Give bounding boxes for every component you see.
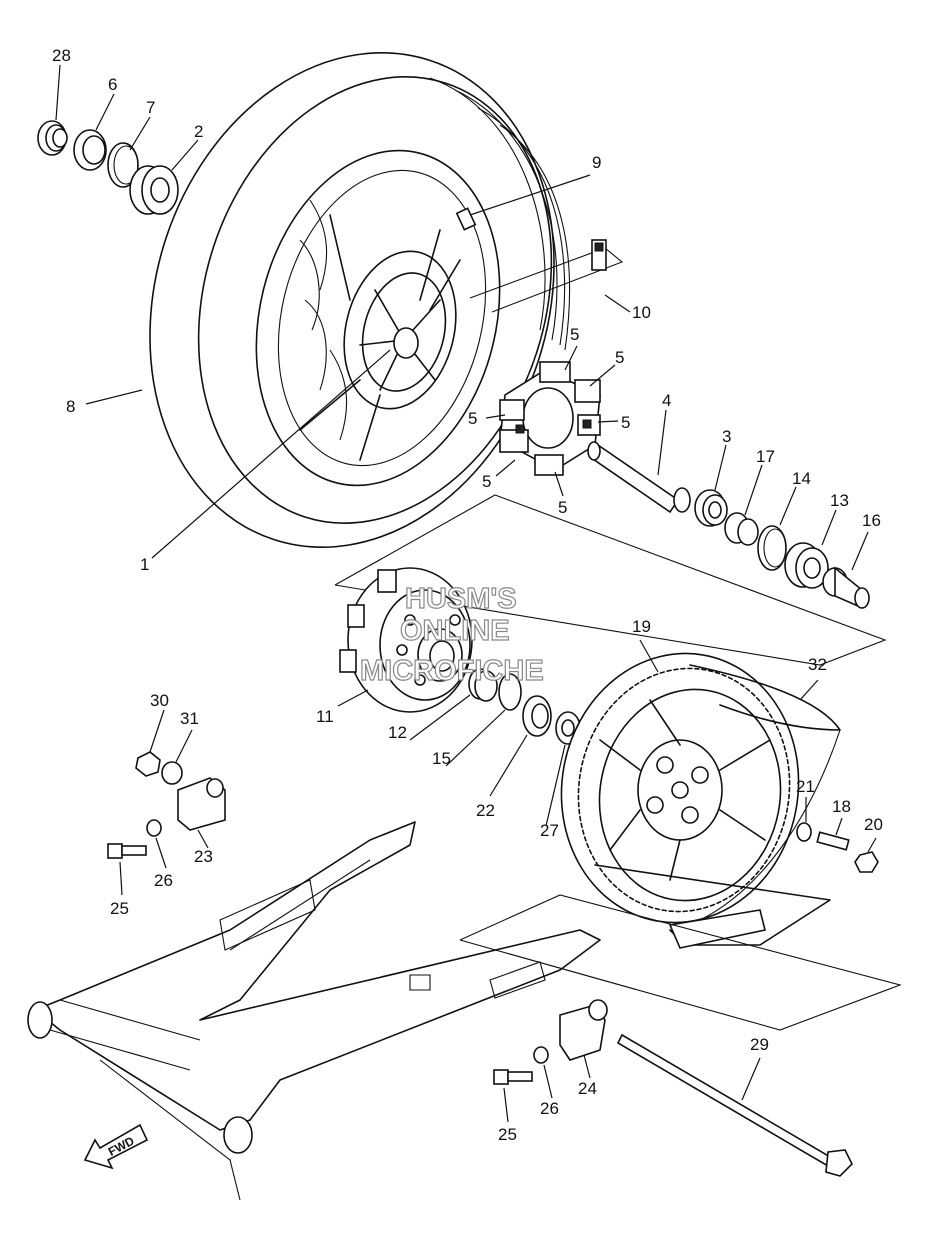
callout-25-right: 25: [498, 1125, 517, 1144]
callout-labels: 28 6 7 2 9 10 8 1 5 5 5 5 5 5 4 3 17 14 …: [52, 46, 883, 1144]
callout-9: 9: [592, 153, 601, 172]
callout-3: 3: [722, 427, 731, 446]
circlip-7: [107, 142, 139, 188]
axle-29: [616, 1033, 853, 1177]
clutch-hub-11: [339, 567, 473, 713]
fwd-arrow-icon: FWD: [83, 1123, 149, 1170]
callout-4: 4: [662, 391, 671, 410]
callout-18: 18: [832, 797, 851, 816]
drive-belt-32: [459, 664, 902, 1031]
callout-5-bottom: 5: [558, 498, 567, 517]
collar-16: [822, 566, 870, 609]
swingarm: [27, 821, 601, 1201]
bolt-25-left: [107, 843, 147, 859]
washer-26-left: [146, 819, 162, 837]
callout-5-upper-right: 5: [615, 348, 624, 367]
washer-31: [161, 761, 183, 785]
circlip-15: [498, 673, 522, 711]
bolt-18: [816, 831, 850, 851]
bearing-seal-28: [37, 120, 68, 156]
callout-24: 24: [578, 1079, 597, 1098]
callout-8: 8: [66, 397, 75, 416]
callout-25-left: 25: [110, 899, 129, 918]
leader-lines: [55, 64, 877, 1123]
callout-19: 19: [632, 617, 651, 636]
callout-6: 6: [108, 75, 117, 94]
callout-12: 12: [388, 723, 407, 742]
watermark-line2: ONLINE: [400, 615, 510, 647]
collar-17: [724, 512, 759, 546]
callout-29: 29: [750, 1035, 769, 1054]
bolt-25-right: [493, 1069, 533, 1085]
callout-5-lower-left: 5: [482, 472, 491, 491]
callout-11: 11: [316, 707, 334, 726]
callout-26-right: 26: [540, 1099, 559, 1118]
washer-21: [796, 822, 812, 842]
callout-13: 13: [830, 491, 849, 510]
bearing-13: [784, 542, 829, 589]
valve-9: [455, 207, 477, 231]
callout-21: 21: [796, 777, 815, 796]
rear-wheel-rim: [255, 149, 501, 487]
callout-27: 27: [540, 821, 559, 840]
circlip-14: [757, 525, 787, 571]
damper-set-5: [499, 361, 601, 476]
callout-5-top: 5: [570, 325, 579, 344]
bearing-2: [129, 165, 179, 215]
watermark-line1: HUSM'S: [405, 583, 517, 615]
callout-30: 30: [150, 691, 169, 710]
callout-17: 17: [756, 447, 775, 466]
adjuster-block-23: [177, 777, 226, 831]
callout-28: 28: [52, 46, 71, 65]
rear-tire: [149, 51, 571, 549]
watermark-line3: MICROFICHE: [360, 655, 544, 687]
callout-32: 32: [808, 655, 827, 674]
callout-2: 2: [194, 122, 203, 141]
callout-1: 1: [140, 555, 149, 574]
adjuster-block-24: [559, 999, 608, 1061]
callout-15: 15: [432, 749, 451, 768]
nut-20: [854, 851, 879, 873]
callout-7: 7: [146, 98, 155, 117]
callout-23: 23: [194, 847, 213, 866]
callout-5-right: 5: [621, 413, 630, 432]
bearing-12: [468, 668, 498, 702]
callout-26-left: 26: [154, 871, 173, 890]
callout-10: 10: [632, 303, 651, 322]
callout-16: 16: [862, 511, 881, 530]
assembly-guide-line: [334, 494, 887, 666]
callout-31: 31: [180, 709, 199, 728]
oil-seal-6: [73, 129, 107, 171]
watermark: HUSM'S ONLINE MICROFICHE: [359, 582, 544, 687]
collar-4: [587, 441, 691, 514]
oil-seal-22: [522, 695, 552, 737]
callout-14: 14: [792, 469, 811, 488]
nut-30: [135, 751, 161, 777]
balance-weight-10: [469, 239, 624, 313]
callout-20: 20: [864, 815, 883, 834]
callout-5-left: 5: [468, 409, 477, 428]
rear-pulley-19: [560, 652, 800, 924]
callout-22: 22: [476, 801, 495, 820]
bearing-3: [694, 489, 728, 527]
washer-26-right: [533, 1046, 549, 1064]
